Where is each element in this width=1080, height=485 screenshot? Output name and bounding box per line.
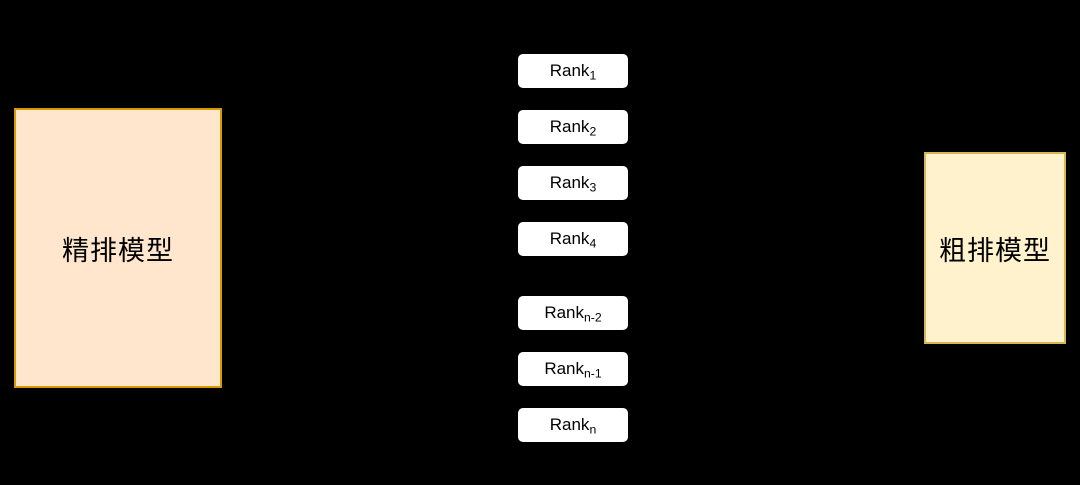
rank-item-subscript: 1 (589, 68, 597, 83)
rank-item-label: Rankn (549, 415, 597, 437)
rank-item[interactable]: Rank1 (518, 54, 628, 88)
rank-item-base: Rank (549, 229, 590, 248)
rank-item-subscript: n-2 (584, 310, 602, 325)
rank-item[interactable]: Rank4 (518, 222, 628, 256)
rank-item[interactable]: Rankn (518, 408, 628, 442)
node-coarse-ranking-model-label: 粗排模型 (939, 235, 1051, 267)
rank-item-label: Rank3 (549, 173, 597, 195)
rank-item-subscript: 3 (589, 180, 597, 195)
node-coarse-ranking-model[interactable]: 粗排模型 (924, 152, 1066, 344)
node-fine-ranking-model-label: 精排模型 (62, 235, 174, 267)
rank-item[interactable]: Rankn-2 (518, 296, 628, 330)
node-fine-ranking-model[interactable]: 精排模型 (14, 108, 222, 388)
rank-item-label: Rank1 (549, 61, 597, 83)
rank-item-subscript: 2 (589, 124, 597, 139)
rank-item[interactable]: Rankn-1 (518, 352, 628, 386)
rank-item[interactable]: Rank2 (518, 110, 628, 144)
rank-item-label: Rankn-2 (544, 303, 602, 325)
rank-item-base: Rank (549, 117, 590, 136)
rank-item[interactable]: Rank3 (518, 166, 628, 200)
rank-item-base: Rank (544, 359, 584, 378)
rank-item-base: Rank (549, 415, 590, 434)
rank-item-subscript: n-1 (584, 366, 602, 381)
rank-item-subscript: 4 (589, 236, 597, 251)
rank-item-subscript: n (589, 422, 597, 437)
rank-item-base: Rank (549, 61, 590, 80)
rank-item-label: Rankn-1 (544, 359, 602, 381)
rank-item-label: Rank2 (549, 117, 597, 139)
rank-item-base: Rank (544, 303, 584, 322)
rank-item-label: Rank4 (549, 229, 597, 251)
rank-item-base: Rank (549, 173, 590, 192)
